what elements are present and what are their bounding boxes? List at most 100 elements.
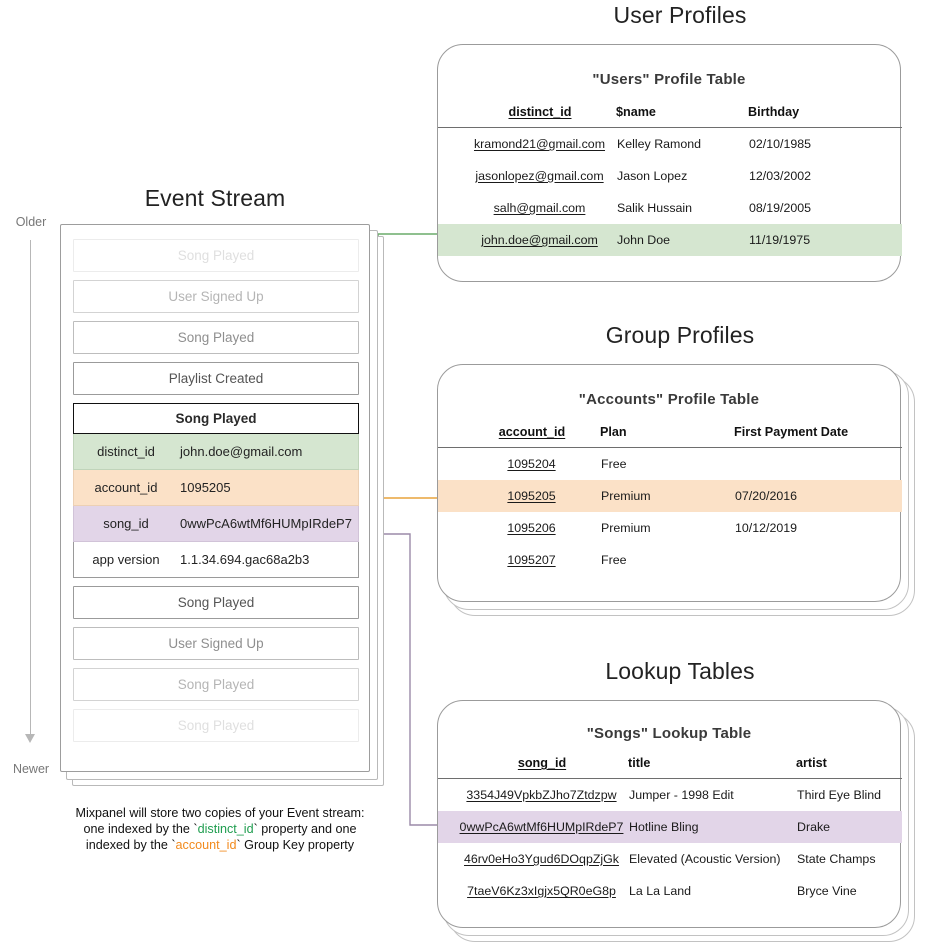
cell-title: La La Land [629, 884, 692, 898]
group-profiles-panel: "Accounts" Profile Table account_id Plan… [437, 364, 917, 616]
caption-line-2-pre: one indexed by the ` [83, 822, 198, 836]
caption-line-3-pre: indexed by the ` [85, 838, 176, 852]
table-header-row: song_id title artist [438, 756, 902, 777]
event-property-distinct-id: distinct_id john.doe@gmail.com [73, 434, 359, 470]
cell-song-id: 46rv0eHo3Ygud6DOqpZjGk [464, 852, 619, 866]
caption-line-3-post: ` Group Key property [236, 838, 355, 852]
songs-table-title: "Songs" Lookup Table [586, 725, 752, 742]
timeline-older-label: Older [15, 215, 47, 229]
cell-title: Jumper - 1998 Edit [629, 788, 734, 802]
cell-account-id: 1095205 [438, 480, 600, 512]
event-row[interactable]: User Signed Up [73, 280, 359, 313]
table-row[interactable]: 3354J49VpkbZJho7Ztdzpw Jumper - 1998 Edi… [438, 779, 902, 812]
cell-distinct-id: jasonlopez@gmail.com [475, 169, 604, 183]
property-value: john.doe@gmail.com [180, 444, 303, 459]
table-row[interactable]: 1095207 Free [438, 544, 902, 576]
event-row[interactable]: User Signed Up [73, 627, 359, 660]
table-row[interactable]: jasonlopez@gmail.com Jason Lopez 12/03/2… [438, 160, 902, 192]
table-row[interactable]: 1095206 Premium 10/12/2019 [438, 512, 902, 544]
table-row[interactable]: kramond21@gmail.com Kelley Ramond 02/10/… [438, 128, 902, 161]
event-stream-caption: Mixpanel will store two copies of your E… [40, 805, 400, 853]
column-header-first-payment-date: First Payment Date [734, 425, 849, 439]
property-key: song_id [103, 516, 149, 531]
event-row[interactable]: Playlist Created [73, 362, 359, 395]
table-row-highlighted[interactable]: 0wwPcA6wtMf6HUMpIRdeP7 Hotline Bling Dra… [438, 811, 902, 843]
cell-plan: Premium [600, 480, 734, 512]
timeline-line [30, 240, 31, 740]
cell-distinct-id: salh@gmail.com [493, 201, 586, 215]
column-header-birthday: Birthday [748, 105, 800, 119]
cell-first-payment [734, 544, 902, 576]
table-row-highlighted[interactable]: 1095205 Premium 07/20/2016 [438, 480, 902, 512]
property-key: account_id [94, 480, 158, 495]
header-rule-row [438, 777, 902, 779]
event-row[interactable]: Song Played [73, 239, 359, 272]
event-stream-panel: Song Played User Signed Up Song Played P… [60, 224, 384, 786]
property-value: 1095205 [180, 480, 231, 495]
cell-account-id: 1095204 [507, 457, 556, 471]
column-header-account-id: account_id [498, 425, 566, 439]
table-row[interactable]: 1095204 Free [438, 448, 902, 481]
cell-first-payment: 10/12/2019 [735, 521, 798, 535]
property-key: distinct_id [97, 444, 155, 459]
cell-name: Salik Hussain [617, 201, 693, 215]
property-key: app version [92, 552, 160, 567]
cell-title: Hotline Bling [628, 811, 796, 843]
timeline-newer-label: Newer [12, 762, 50, 776]
table-row[interactable]: 7taeV6Kz3xIgjx5QR0eG8p La La Land Bryce … [438, 875, 902, 907]
cell-artist: Bryce Vine [797, 884, 857, 898]
cell-birthday: 02/10/1985 [749, 137, 812, 151]
cell-song-id: 3354J49VpkbZJho7Ztdzpw [466, 788, 617, 802]
column-header-song-id: song_id [517, 756, 567, 770]
user-profiles-panel: "Users" Profile Table distinct_id $name … [437, 44, 907, 284]
table-header-row: distinct_id $name Birthday [438, 105, 902, 126]
caption-keyword-account-id: account_id [175, 838, 237, 852]
caption-line-2-post: ` property and one [253, 822, 357, 836]
column-header-title: title [628, 756, 651, 770]
group-profiles-card: "Accounts" Profile Table account_id Plan… [437, 364, 902, 602]
lookup-tables-card: "Songs" Lookup Table song_id title artis… [437, 700, 902, 928]
event-row[interactable]: Song Played [73, 321, 359, 354]
event-row[interactable]: Song Played [73, 586, 359, 619]
table-header-row: account_id Plan First Payment Date [438, 425, 902, 446]
timeline-axis: Older Newer [0, 215, 62, 780]
cell-first-payment [734, 448, 902, 481]
accounts-table: account_id Plan First Payment Date 10952… [438, 425, 902, 576]
cell-account-id: 1095206 [507, 521, 556, 535]
event-row[interactable]: Song Played [73, 709, 359, 742]
column-header-artist: artist [796, 756, 827, 770]
property-value: 0wwPcA6wtMf6HUMpIRdeP7 [180, 516, 352, 531]
cell-song-id: 7taeV6Kz3xIgjx5QR0eG8p [467, 884, 616, 898]
cell-birthday: 11/19/1975 [748, 224, 902, 256]
lookup-tables-section-title: Lookup Tables [605, 658, 755, 684]
cell-distinct-id: kramond21@gmail.com [473, 137, 606, 151]
table-row[interactable]: 46rv0eHo3Ygud6DOqpZjGk Elevated (Acousti… [438, 843, 902, 875]
table-row-highlighted[interactable]: john.doe@gmail.com John Doe 11/19/1975 [438, 224, 902, 256]
caption-keyword-distinct-id: distinct_id [197, 822, 254, 836]
table-row[interactable]: salh@gmail.com Salik Hussain 08/19/2005 [438, 192, 902, 224]
selected-event-name: Song Played [73, 403, 359, 434]
column-header-name: $name [616, 105, 656, 119]
group-profiles-section-title: Group Profiles [605, 322, 755, 348]
property-value: 1.1.34.694.gac68a2b3 [180, 552, 310, 567]
accounts-table-title: "Accounts" Profile Table [578, 391, 760, 408]
cell-first-payment: 07/20/2016 [734, 480, 902, 512]
event-stream-title: Event Stream [144, 185, 286, 211]
cell-name: Kelley Ramond [617, 137, 702, 151]
timeline-arrow-icon [25, 734, 35, 743]
event-row[interactable]: Song Played [73, 668, 359, 701]
cell-plan: Free [601, 553, 627, 567]
cell-birthday: 08/19/2005 [749, 201, 812, 215]
cell-distinct-id: john.doe@gmail.com [438, 224, 616, 256]
header-rule-row [438, 126, 902, 128]
header-rule-row [438, 446, 902, 448]
cell-account-id: 1095207 [507, 553, 556, 567]
cell-plan: Premium [601, 521, 651, 535]
column-header-distinct-id: distinct_id [508, 105, 572, 119]
lookup-tables-panel: "Songs" Lookup Table song_id title artis… [437, 700, 917, 950]
cell-title: Elevated (Acoustic Version) [629, 852, 781, 866]
selected-event-card[interactable]: Song Played distinct_id john.doe@gmail.c… [73, 403, 359, 578]
cell-song-id: 0wwPcA6wtMf6HUMpIRdeP7 [438, 811, 628, 843]
caption-line-1: Mixpanel will store two copies of your E… [75, 806, 365, 820]
users-table-title: "Users" Profile Table [592, 71, 746, 88]
